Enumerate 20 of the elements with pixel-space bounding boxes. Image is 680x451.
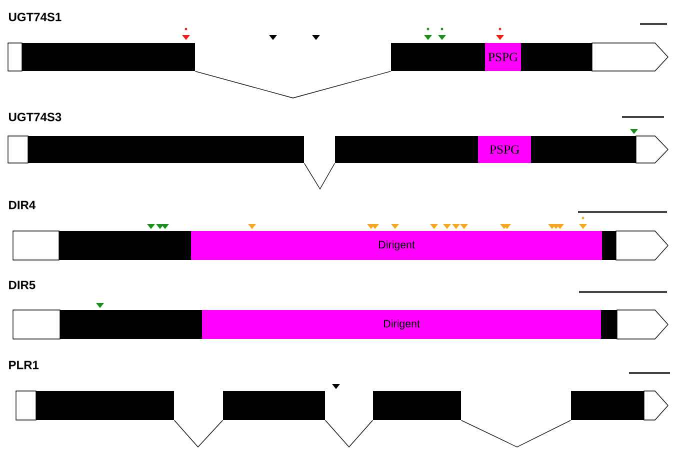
domain-box: PSPG (485, 43, 521, 71)
exon-box (373, 391, 461, 420)
domain-box: PSPG (478, 136, 532, 163)
gene-name: UGT74S3 (8, 112, 62, 122)
intron-line (324, 420, 374, 448)
domain-box: Dirigent (202, 310, 601, 340)
gene-name: DIR4 (9, 200, 36, 210)
exon-box (8, 42, 195, 72)
gene-name: PLR1 (9, 360, 39, 370)
exon-box (571, 390, 668, 420)
intron-line (174, 420, 224, 448)
gene-name: UGT74S1 (8, 12, 62, 22)
gene-name: DIR5 (9, 280, 36, 290)
domain-box: Dirigent (191, 231, 602, 260)
exon-box (8, 136, 304, 164)
intron-line (460, 420, 572, 448)
intron-line (194, 70, 392, 98)
intron-line (304, 162, 336, 190)
exon-box (16, 390, 174, 420)
exon-box (223, 391, 325, 420)
